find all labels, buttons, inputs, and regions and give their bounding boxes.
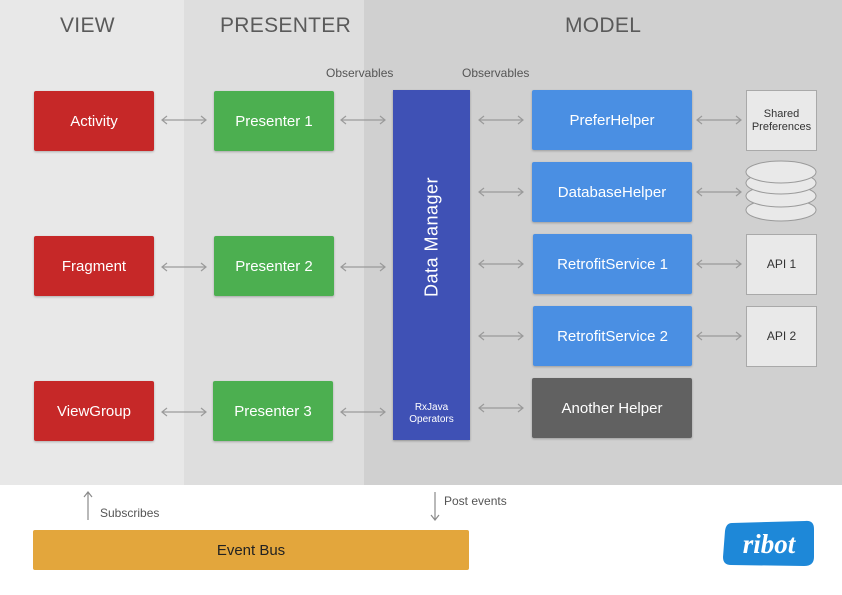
arrow-presenter1-datamanager [339,114,387,126]
arrow-activity-presenter1 [160,114,208,126]
arrow-datamanager-database [477,186,525,198]
arrow-datamanager-another [477,402,525,414]
model-column-title: MODEL [565,14,642,37]
presenter-box-3: Presenter 3 [213,381,333,441]
rxjava-operators-label: RxJava Operators [409,402,454,425]
arrow-datamanager-retrofit1 [477,258,525,270]
api-1-box: API 1 [746,234,817,295]
helper-another: Another Helper [532,378,692,438]
arrow-viewgroup-presenter3 [160,406,208,418]
ribot-logo: ribot [723,520,814,566]
event-bus-box: Event Bus [33,530,469,570]
api-2-box: API 2 [746,306,817,367]
presenter-box-2: Presenter 2 [214,236,334,296]
arrow-presenter3-datamanager [339,406,387,418]
arrow-fragment-presenter2 [160,261,208,273]
arrow-retrofit2-api2 [695,330,743,342]
post-events-label: Post events [444,494,507,508]
arrow-prefer-sharedprefs [695,114,743,126]
arrow-datamanager-retrofit2 [477,330,525,342]
presenter-column-title: PRESENTER [220,14,352,37]
helper-retrofit-1: RetrofitService 1 [533,234,692,294]
subscribes-label: Subscribes [100,506,160,520]
presenter-box-1: Presenter 1 [214,91,334,151]
post-events-arrow-down [430,492,440,521]
svg-text:ribot: ribot [743,529,797,559]
observables-label-left: Observables [326,66,394,80]
arrow-retrofit1-api1 [695,258,743,270]
observables-label-right: Observables [462,66,530,80]
arrow-presenter2-datamanager [339,261,387,273]
view-column-title: VIEW [60,14,115,37]
helper-prefer: PreferHelper [532,90,692,150]
arrow-datamanager-prefer [477,114,525,126]
helper-retrofit-2: RetrofitService 2 [533,306,692,366]
view-box-fragment: Fragment [34,236,154,296]
helper-database: DatabaseHelper [532,162,692,222]
arrow-database-db [695,186,743,198]
subscribes-arrow-up [83,491,93,520]
view-box-activity: Activity [34,91,154,151]
data-manager-box: Data Manager RxJava Operators [393,90,470,440]
shared-preferences-box: Shared Preferences [746,90,817,151]
data-manager-label: Data Manager [421,176,441,298]
database-icon [745,160,817,222]
view-box-viewgroup: ViewGroup [34,381,154,441]
